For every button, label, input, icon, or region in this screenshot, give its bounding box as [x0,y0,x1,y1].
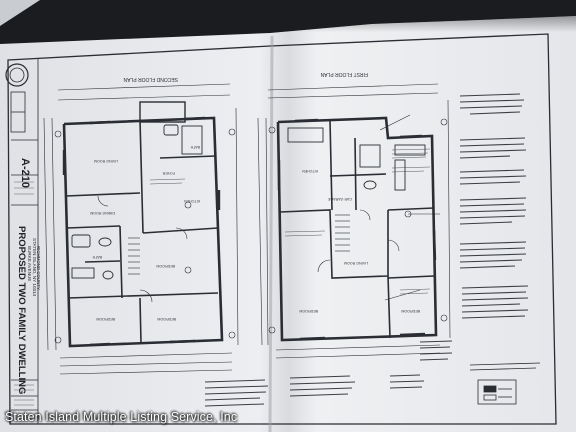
general-notes [459,93,529,319]
room-label: BEDROOM [401,309,420,313]
room-label: LIVING ROOM [94,159,118,163]
plan-annotations [149,148,431,295]
address-line-2: STATEN ISLAND, NY 10314 [32,238,37,297]
room-label: BEDROOM [96,317,115,321]
room-label: KITCHEN [302,169,318,173]
address-line-1: BURKE AVENUE [27,246,32,281]
address-line-3: RICHMOND COUNTY [36,246,41,290]
project-title: PROPOSED TWO FAMILY DWELLING [16,226,27,394]
room-label: LIVING ROOM [344,261,368,265]
mls-watermark: Staten Island Multiple Listing Service, … [5,410,238,424]
bottom-notes [204,340,453,407]
room-label: BEDROOM [156,264,175,268]
room-label: BEDROOM [299,309,318,313]
room-label: KITCHEN [184,199,200,203]
sheet-number: A-210 [19,158,31,188]
room-label: DINING ROOM [90,211,115,215]
title-block [5,58,39,424]
first-floor-plan [257,83,451,359]
room-label: BATH [92,255,102,259]
second-floor-plan [43,83,239,375]
room-label: FOYER [162,171,175,175]
room-label: BATH [190,145,200,149]
room-label: CAR GARAGE [327,197,352,201]
legend-block [469,362,541,405]
room-label: BEDROOM [157,317,176,321]
second-floor-plan-title: SECOND FLOOR PLAN [123,76,178,82]
first-floor-plan-title: FIRST FLOOR PLAN [320,71,368,77]
